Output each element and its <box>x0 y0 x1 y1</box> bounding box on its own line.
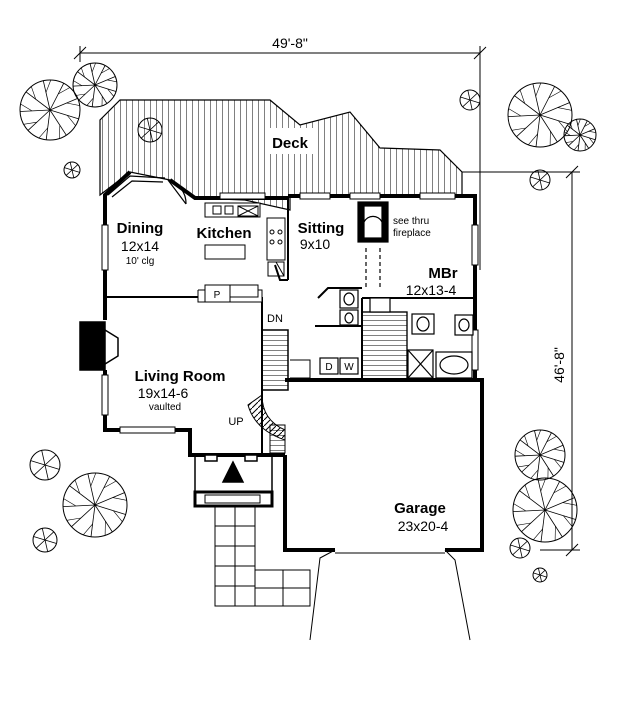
fireplace-note-line2: fireplace <box>393 228 431 239</box>
dining-label: Dining <box>117 220 164 237</box>
fireplace-note-line1: see thru <box>393 216 429 227</box>
master-bedroom-label: MBr <box>428 265 457 282</box>
tree-icon <box>459 89 481 111</box>
dining-bay-window <box>107 175 187 205</box>
tree-icon <box>62 472 128 538</box>
tree-icon <box>512 477 578 543</box>
landscape-trees <box>19 62 597 583</box>
living-room-label: Living Room <box>135 368 226 385</box>
tree-icon <box>137 117 163 143</box>
dining-ceiling-note: 10' clg <box>126 256 155 267</box>
pantry-label: P <box>214 290 221 301</box>
tree-icon <box>507 82 573 148</box>
sitting-size: 9x10 <box>300 236 331 252</box>
tree-icon <box>514 429 566 481</box>
kitchen-label: Kitchen <box>196 225 251 242</box>
see-thru-fireplace <box>357 201 389 290</box>
tree-icon <box>532 567 548 583</box>
tree-icon <box>529 169 551 191</box>
tree-icon <box>563 118 597 152</box>
stair-up-label: UP <box>228 416 243 428</box>
windows <box>101 192 479 434</box>
garage-label: Garage <box>394 500 446 517</box>
entry-porch <box>193 454 274 508</box>
stairs <box>247 329 311 454</box>
master-bedroom-size: 12x13-4 <box>406 282 457 298</box>
sitting-partition <box>274 264 362 299</box>
depth-dimension: 46'-8" <box>551 347 567 383</box>
beam-lines <box>112 244 246 298</box>
dining-size: 12x14 <box>121 238 159 254</box>
front-walk <box>214 505 311 607</box>
driveway-edges <box>309 549 471 641</box>
living-fireplace <box>79 321 119 371</box>
width-dimension-line <box>73 46 487 270</box>
deck-label-bg <box>265 128 315 154</box>
master-bath <box>339 289 474 381</box>
washer-label: W <box>344 362 354 373</box>
deck-label: Deck <box>272 135 309 152</box>
deck-area <box>99 99 463 211</box>
tree-icon <box>29 449 61 481</box>
garage-size: 23x20-4 <box>398 518 449 534</box>
tree-icon <box>509 537 531 559</box>
tree-icon <box>19 79 81 141</box>
living-room-note: vaulted <box>149 402 181 413</box>
living-room-size: 19x14-6 <box>138 385 189 401</box>
tree-icon <box>72 62 118 108</box>
dryer-label: D <box>325 362 332 373</box>
tree-icon <box>32 527 58 553</box>
sitting-label: Sitting <box>298 220 345 237</box>
depth-dimension-line <box>462 165 580 557</box>
kitchen-counters <box>197 202 286 303</box>
stair-down-label: DN <box>267 313 283 325</box>
laundry <box>319 357 359 375</box>
width-dimension: 49'-8" <box>272 35 308 51</box>
tree-icon <box>63 161 81 179</box>
